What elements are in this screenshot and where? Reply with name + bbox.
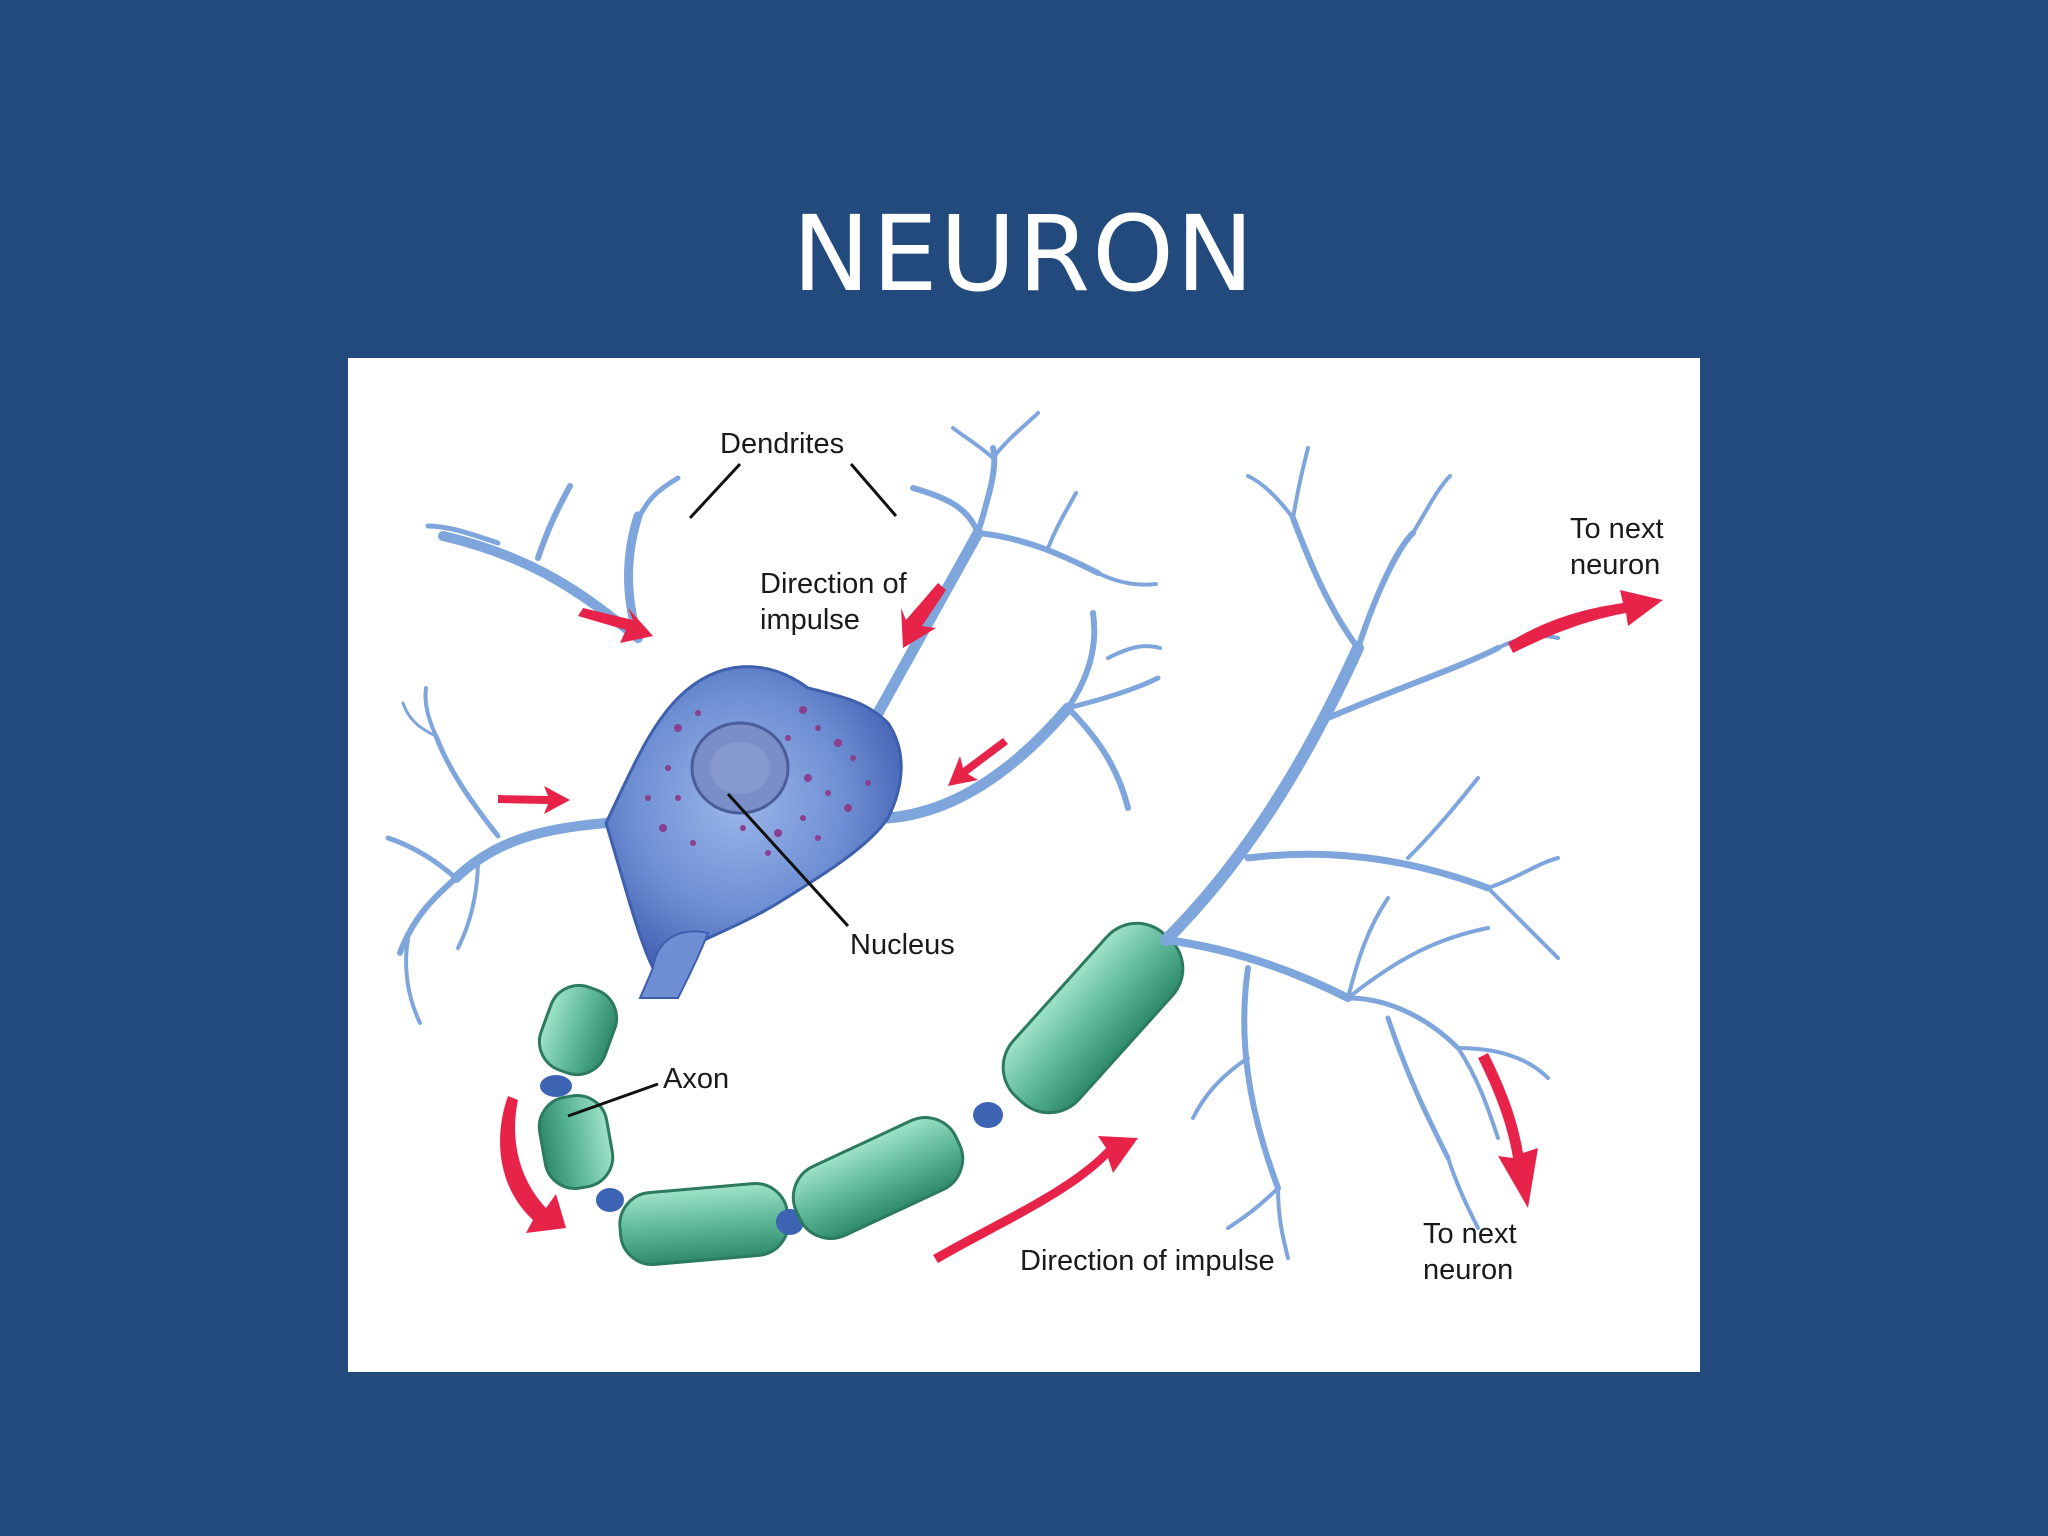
label-direction-top-line2: impulse [760, 604, 860, 636]
dendrites-left [385, 475, 681, 1025]
neuron-illustration: Dendrites Direction of impulse Nucleus A… [385, 411, 1664, 1286]
axon [537, 921, 1185, 1267]
arrow-dendrite-right [948, 738, 1008, 786]
label-to-next-top-line2: neuron [1570, 549, 1660, 581]
label-dendrites: Dendrites [720, 428, 844, 460]
arrow-axon-left [500, 1096, 566, 1233]
slide-title: NEURON [792, 192, 1256, 315]
dendrites-right [872, 411, 1162, 824]
label-to-next-bottom-line2: neuron [1423, 1254, 1513, 1286]
cell-body [604, 665, 903, 971]
arrow-to-next-top [1508, 590, 1663, 653]
label-nucleus: Nucleus [850, 929, 955, 961]
label-direction-bottom: Direction of impulse [1020, 1245, 1275, 1277]
label-to-next-top-line1: To next [1570, 513, 1664, 545]
label-axon: Axon [663, 1063, 729, 1095]
axon-hillock [638, 930, 710, 999]
axon-terminals [1160, 446, 1560, 1260]
arrow-axon-bottom [933, 1136, 1138, 1263]
label-direction-top-line1: Direction of [760, 568, 908, 600]
arrow-dendrite-left [498, 786, 570, 814]
neuron-diagram: Dendrites Direction of impulse Nucleus A… [348, 358, 1700, 1372]
arrow-to-next-bottom [1478, 1053, 1538, 1208]
nissl-granules [645, 706, 871, 856]
label-to-next-bottom-line1: To next [1423, 1218, 1517, 1250]
arrow-dendrite-upper-mid [901, 583, 946, 648]
leader-lines [567, 462, 898, 1118]
arrow-dendrite-upper-left [578, 608, 653, 643]
impulse-arrows [498, 583, 1663, 1263]
